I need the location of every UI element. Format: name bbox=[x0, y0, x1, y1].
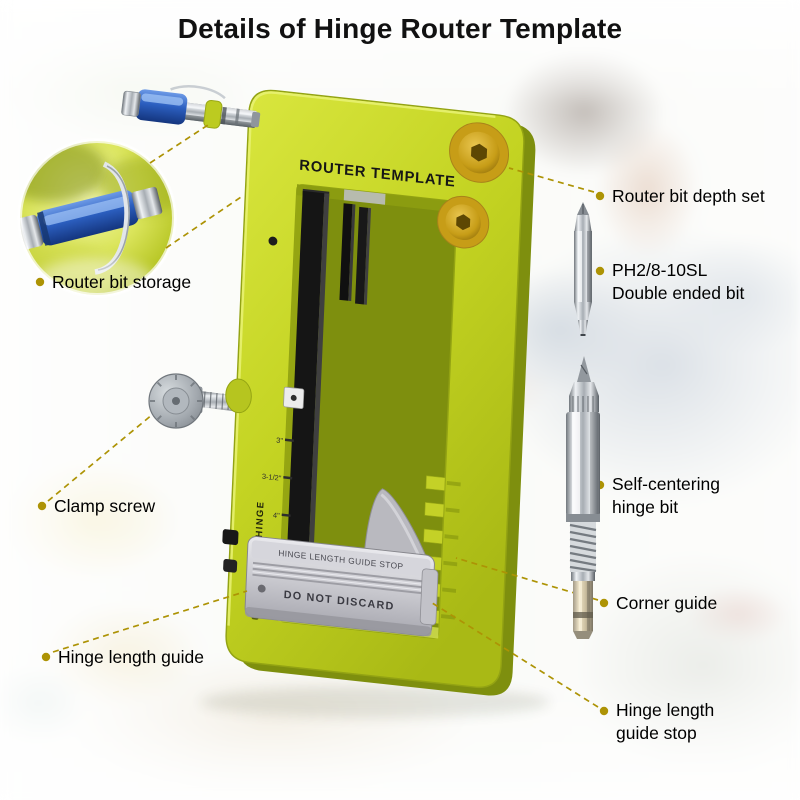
hinge-word-engraving: HINGE bbox=[254, 500, 266, 538]
hinge-length-guide-part: HINGE LENGTH GUIDE STOP DO NOT DISCARD bbox=[244, 488, 439, 637]
callout-dot-hinge-length-guide bbox=[41, 652, 51, 662]
self-centering-hinge-bit-image bbox=[566, 356, 600, 639]
callout-label-clamp-screw: Clamp screw bbox=[54, 496, 156, 516]
callout-dot-clamp-screw bbox=[37, 501, 47, 511]
stored-router-bit bbox=[121, 85, 261, 129]
callout-label-corner-guide: Corner guide bbox=[616, 593, 718, 613]
callout-label-hinge-length-guide: Hinge length guide bbox=[58, 647, 204, 667]
page-title: Details of Hinge Router Template bbox=[177, 13, 623, 44]
callout-dot-corner-guide bbox=[599, 598, 609, 608]
svg-text:3-1/2": 3-1/2" bbox=[262, 472, 282, 483]
inset-blue-bit bbox=[20, 186, 163, 250]
hinge-scale: 3" 3-1/2" 4" bbox=[262, 436, 294, 520]
hinge-side-guides bbox=[283, 188, 372, 597]
router-bit-depth-set-dials bbox=[437, 122, 510, 249]
callout-dot-hinge-length-guide-stop bbox=[599, 706, 609, 716]
svg-text:4": 4" bbox=[273, 510, 280, 520]
callout-label-self-centering-hinge-bit: Self-centering hinge bit bbox=[612, 474, 720, 517]
callout-label-double-ended-bit: PH2/8-10SL Double ended bit bbox=[612, 260, 745, 303]
callout-label-router-bit-depth-set: Router bit depth set bbox=[612, 186, 765, 206]
callout-label-router-bit-storage: Router bit storage bbox=[52, 272, 192, 292]
callout-dot-double-ended-bit bbox=[595, 266, 605, 276]
callout-dot-router-bit-storage bbox=[35, 277, 45, 287]
svg-text:3": 3" bbox=[276, 436, 283, 446]
callout-label-hinge-length-guide-stop: Hinge length guide stop bbox=[616, 700, 715, 743]
double-ended-bit-image bbox=[574, 202, 592, 336]
router-template-tool: ROUTER TEMPLATE 3" 3-1/2" 4" bbox=[222, 89, 536, 696]
tool-shadow bbox=[200, 686, 550, 718]
callout-dot-router-bit-depth-set bbox=[595, 191, 605, 201]
